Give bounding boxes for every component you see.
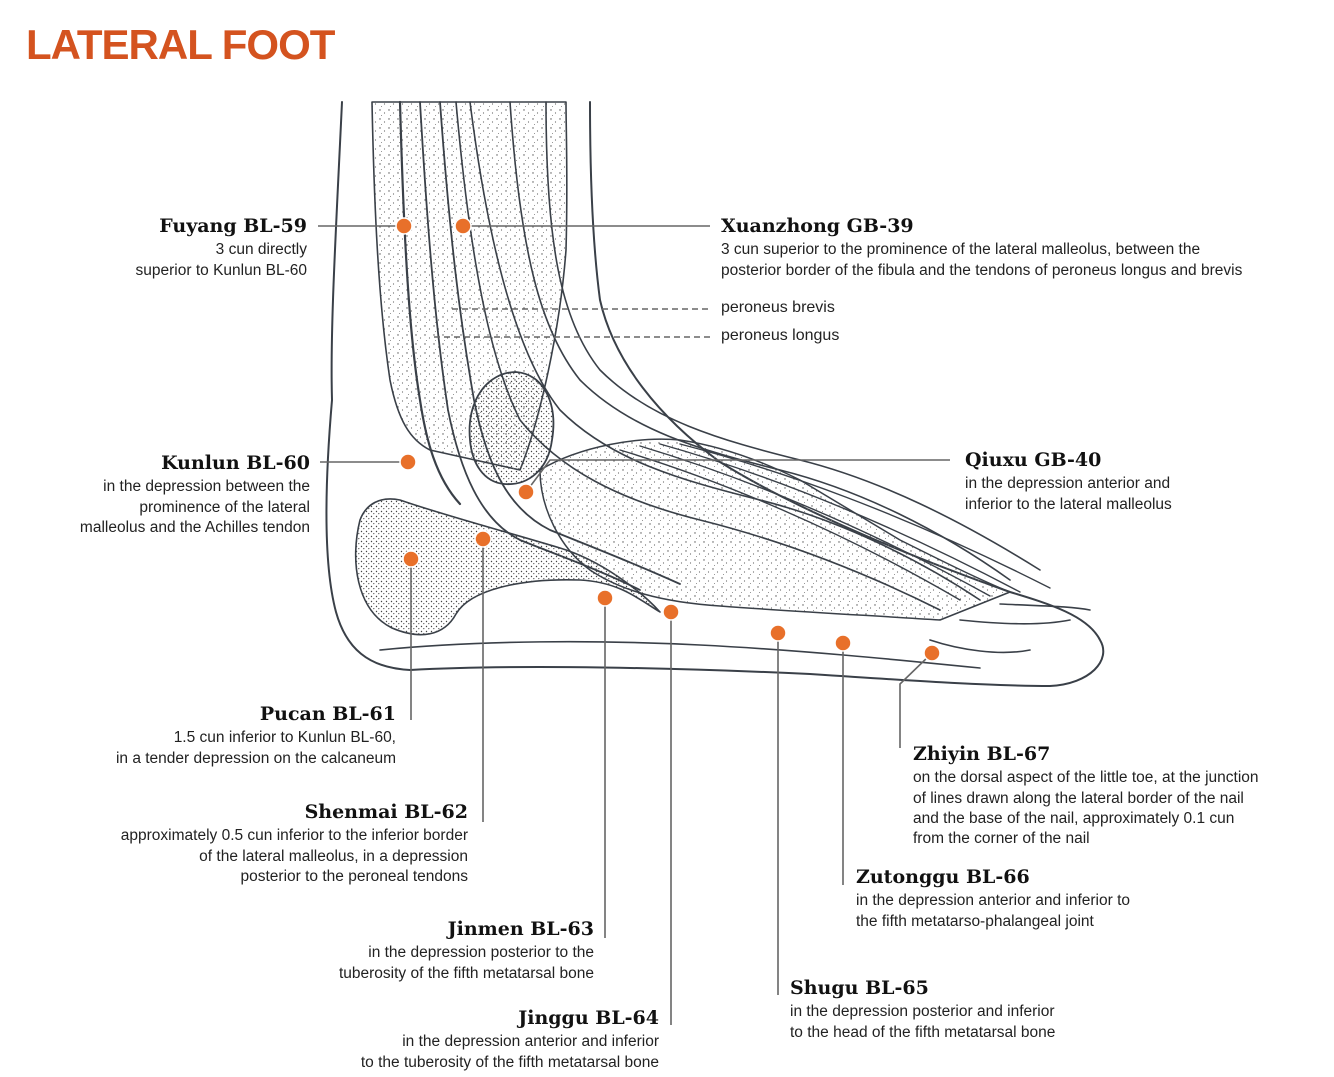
point-description: in the depression between the prominence… bbox=[79, 478, 310, 536]
point-bl67 bbox=[923, 644, 941, 662]
point-description: in the depression anterior and inferior … bbox=[856, 892, 1130, 930]
point-name: Jinmen BL-63 bbox=[447, 918, 594, 940]
point-description: 3 cun directly superior to Kunlun BL-60 bbox=[135, 241, 307, 279]
tendon-line-2 bbox=[439, 101, 681, 585]
label-peroneus-brevis: peroneus brevis bbox=[721, 299, 835, 316]
label-shugu-bl65: Shugu BL-65 in the depression posterior … bbox=[790, 976, 1055, 1043]
point-name: Pucan BL-61 bbox=[259, 703, 396, 725]
label-jinggu-bl64: Jinggu BL-64 in the depression anterior … bbox=[361, 1006, 659, 1073]
tendon-line-5 bbox=[509, 101, 1011, 581]
point-name: Fuyang BL-59 bbox=[159, 215, 307, 237]
tendon-line-1 bbox=[419, 101, 641, 591]
extensor-2 bbox=[639, 445, 991, 597]
point-bl66 bbox=[834, 634, 852, 652]
extensor-4 bbox=[679, 443, 1051, 589]
point-description: in the depression posterior to the tuber… bbox=[338, 944, 594, 982]
point-gb39 bbox=[454, 217, 472, 235]
sole-line bbox=[379, 640, 981, 669]
label-zutonggu-bl66: Zutonggu BL-66 in the depression anterio… bbox=[856, 865, 1130, 932]
toe-outline-3 bbox=[999, 603, 1091, 611]
point-bl60 bbox=[399, 453, 417, 471]
point-description: in the depression anterior and inferior … bbox=[360, 1033, 659, 1071]
point-name: Zutonggu BL-66 bbox=[856, 866, 1030, 888]
toe-outline-2 bbox=[959, 619, 1071, 625]
point-name: Shenmai BL-62 bbox=[304, 801, 468, 823]
point-bl64 bbox=[662, 603, 680, 621]
label-qiuxu-gb40: Qiuxu GB-40 in the depression anterior a… bbox=[965, 448, 1172, 515]
point-name: Qiuxu GB-40 bbox=[965, 449, 1102, 471]
achilles-tendon bbox=[398, 100, 462, 506]
tendon-line-3 bbox=[455, 101, 941, 611]
label-pucan-bl61: Pucan BL-61 1.5 cun inferior to Kunlun B… bbox=[116, 702, 396, 769]
extensor-3 bbox=[659, 443, 1021, 593]
label-shenmai-bl62: Shenmai BL-62 approximately 0.5 cun infe… bbox=[121, 800, 468, 887]
point-bl65 bbox=[769, 624, 787, 642]
point-bl62 bbox=[474, 530, 492, 548]
point-description: 1.5 cun inferior to Kunlun BL-60, in a t… bbox=[115, 729, 396, 767]
point-description: approximately 0.5 cun inferior to the in… bbox=[120, 827, 468, 885]
point-description: in the depression anterior and inferior … bbox=[965, 475, 1172, 513]
point-gb40 bbox=[517, 483, 535, 501]
leader-gb40 bbox=[525, 459, 950, 493]
label-zhiyin-bl67: Zhiyin BL-67 on the dorsal aspect of the… bbox=[913, 742, 1259, 850]
point-name: Kunlun BL-60 bbox=[161, 452, 310, 474]
point-bl59 bbox=[395, 217, 413, 235]
lateral-malleolus bbox=[468, 371, 555, 485]
point-name: Xuanzhong GB-39 bbox=[721, 215, 914, 237]
calcaneus bbox=[354, 498, 661, 636]
point-bl63 bbox=[596, 589, 614, 607]
point-name: Shugu BL-65 bbox=[790, 977, 929, 999]
label-peroneus-longus: peroneus longus bbox=[721, 327, 840, 344]
foot-drawing bbox=[325, 100, 1105, 687]
point-description: in the depression posterior and inferior… bbox=[790, 1003, 1056, 1041]
label-jinmen-bl63: Jinmen BL-63 in the depression posterior… bbox=[339, 917, 594, 984]
page-title: LATERAL FOOT bbox=[26, 21, 335, 68]
extensor-1 bbox=[619, 449, 961, 601]
point-description: on the dorsal aspect of the little toe, … bbox=[913, 769, 1259, 848]
leader-bl67 bbox=[899, 652, 933, 748]
label-kunlun-bl60: Kunlun BL-60 in the depression between t… bbox=[80, 451, 310, 538]
label-xuanzhong-gb39: Xuanzhong GB-39 3 cun superior to the pr… bbox=[721, 214, 1242, 281]
point-markers bbox=[395, 217, 941, 662]
point-name: Jinggu BL-64 bbox=[518, 1007, 659, 1029]
label-fuyang-bl59: Fuyang BL-59 3 cun directly superior to … bbox=[136, 214, 307, 281]
point-bl61 bbox=[402, 550, 420, 568]
toe-outline-1 bbox=[929, 639, 1031, 654]
point-name: Zhiyin BL-67 bbox=[913, 743, 1051, 765]
tendon-line-4 bbox=[469, 101, 981, 601]
leader-lines bbox=[318, 225, 950, 1025]
point-description: 3 cun superior to the prominence of the … bbox=[721, 241, 1243, 279]
tendon-line-6 bbox=[545, 101, 1041, 571]
